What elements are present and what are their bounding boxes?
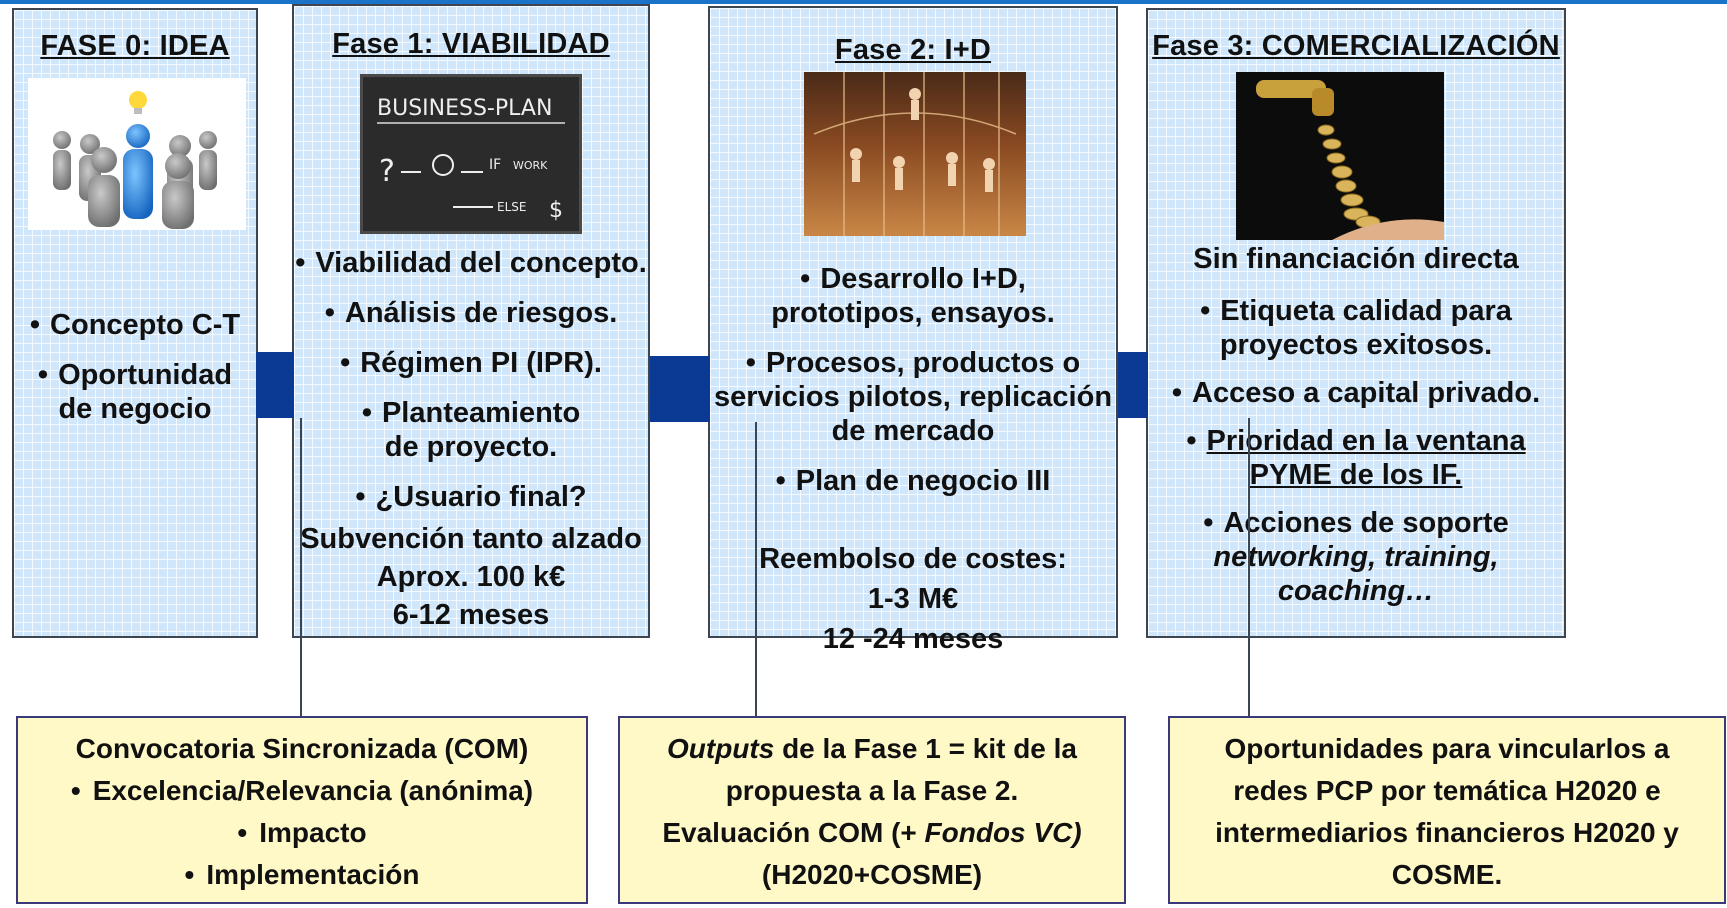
phase-2-funding: 12 -24 meses (822, 623, 1004, 655)
phase-2-funding: Reembolso de costes: (759, 543, 1067, 575)
phase-1-funding: 6-12 meses (392, 599, 550, 631)
svg-text:WORK: WORK (513, 159, 548, 172)
phase-3-heading: Sin financiación directa (1193, 243, 1519, 275)
phase-1-bullet: •Planteamiento de proyecto. (361, 397, 581, 463)
note-2-link (755, 422, 757, 718)
phase-1-bullet: •Viabilidad del concepto. (295, 247, 647, 279)
note-3-link (1248, 418, 1250, 718)
phase-2-title: Fase 2: I+D (834, 34, 992, 66)
note-opportunities: Oportunidades para vincularlos a redes P… (1168, 716, 1726, 904)
phase-2-bullet: •Procesos, productos o servicios pilotos… (713, 347, 1113, 447)
phase-3-bullet: •Acceso a capital privado. (1171, 377, 1541, 409)
phase-1-funding: Subvención tanto alzado (300, 523, 642, 555)
phase-3-bullet: •Prioridad en la ventana PYME de los IF. (1186, 425, 1526, 491)
svg-text:$: $ (549, 198, 563, 223)
note-2-line3: Evaluación COM (+ Fondos VC) (662, 817, 1082, 848)
acrobats-photo (804, 72, 1026, 236)
note-3-line: redes PCP por temática H2020 e (1233, 775, 1661, 806)
phase-1-title: Fase 1: VIABILIDAD (332, 28, 610, 60)
phase-3-box: Fase 3: COMERCIALIZACIÓN Sin financiació… (1146, 8, 1566, 638)
note-2-line1: Outputs de la Fase 1 = kit de la (666, 733, 1078, 764)
connector-2-3 (1118, 352, 1148, 418)
phase-2-bullet: •Desarrollo I+D, prototipos, ensayos. (771, 263, 1055, 329)
top-accent-line (0, 0, 1727, 4)
note-2-line2: propuesta a la Fase 2. (725, 775, 1019, 806)
phase-1-bullet: •¿Usuario final? (355, 481, 587, 513)
phase-1-funding: Aprox. 100 k€ (376, 561, 566, 593)
svg-text:?: ? (379, 154, 395, 189)
svg-text:ELSE: ELSE (497, 200, 526, 214)
note-3-line: Oportunidades para vincularlos a (1224, 733, 1670, 764)
phase-2-funding: 1-3 M€ (867, 583, 959, 615)
connector-1-2 (650, 356, 710, 422)
note-1-bullet: •Impacto (237, 817, 367, 848)
phase-3-title: Fase 3: COMERCIALIZACIÓN (1152, 30, 1560, 62)
business-plan-chalkboard: BUSINESS-PLAN ? IF WORK ELSE $ (360, 74, 582, 234)
note-1-link (300, 418, 302, 718)
note-3-line: COSME. (1391, 859, 1503, 890)
svg-text:BUSINESS-PLAN: BUSINESS-PLAN (377, 96, 552, 121)
phase-0-title: FASE 0: IDEA (40, 30, 230, 62)
note-1-title: Convocatoria Sincronizada (COM) (75, 733, 529, 764)
note-1-bullet: •Excelencia/Relevancia (anónima) (70, 775, 534, 806)
connector-0-1 (256, 352, 294, 418)
phase-2-bullet: •Plan de negocio III (775, 465, 1051, 497)
phase-0-bullet: •Oportunidad de negocio (37, 359, 233, 425)
people-lightbulb-icon (28, 78, 246, 230)
phase-3-bullet: •Etiqueta calidad para proyectos exitoso… (1200, 295, 1512, 361)
svg-text:IF: IF (489, 157, 501, 173)
note-2-line4: (H2020+COSME) (761, 859, 983, 890)
coins-faucet-photo (1236, 72, 1444, 240)
phase-0-bullet: •Concepto C-T (29, 309, 241, 341)
phase-2-box: Fase 2: I+D •Desarrollo I+D, prototipos,… (708, 6, 1118, 655)
note-synchronized-call: Convocatoria Sincronizada (COM) •Excelen… (16, 716, 588, 904)
phase-1-bullet: •Régimen PI (IPR). (340, 347, 602, 379)
phase-0-box: FASE 0: IDEA •Concepto C-T •Oportunidad … (12, 8, 258, 638)
note-3-line: intermediarios financieros H2020 y (1215, 817, 1679, 848)
note-1-bullet: •Implementación (184, 859, 420, 890)
note-phase1-outputs: Outputs de la Fase 1 = kit de la propues… (618, 716, 1126, 904)
phase-1-bullet: •Análisis de riesgos. (324, 297, 618, 329)
phase-1-box: Fase 1: VIABILIDAD BUSINESS-PLAN ? IF WO… (292, 4, 650, 638)
